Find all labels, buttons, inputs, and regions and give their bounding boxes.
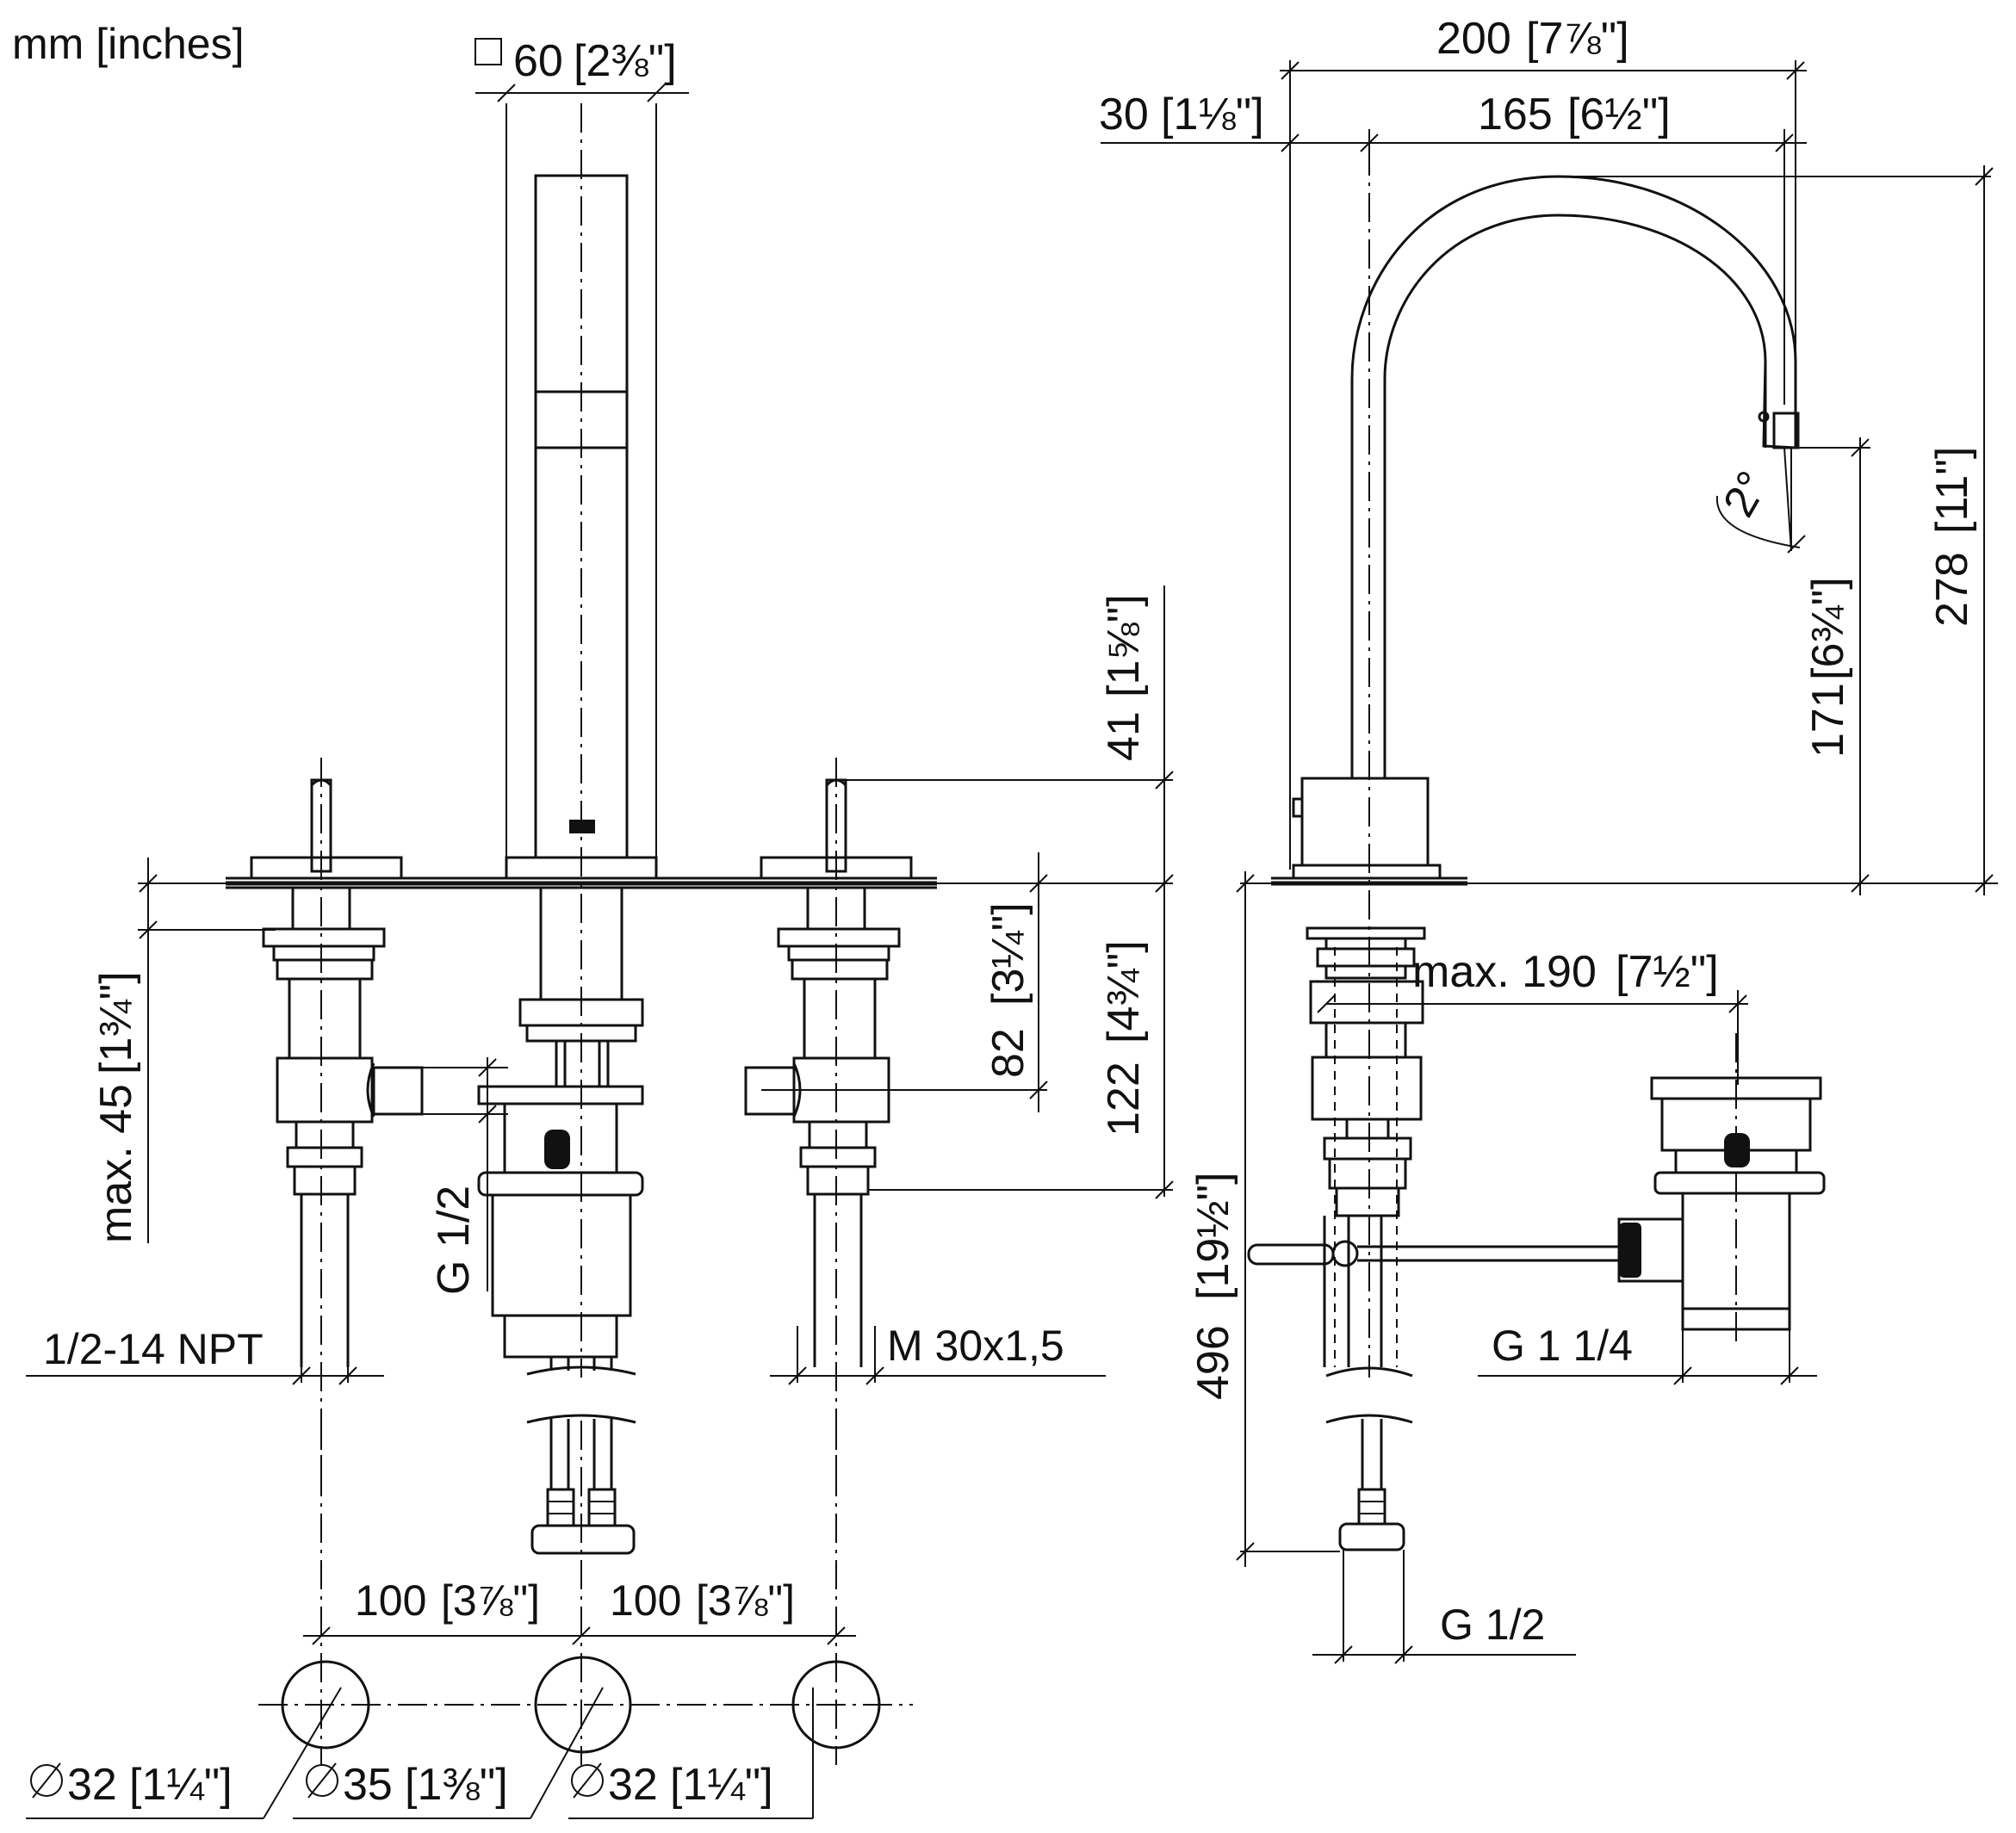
spout-base (1300, 777, 1430, 867)
dim-square-60-in: [2⅜"] (574, 36, 677, 86)
dim-max190: max. 190 (1412, 947, 1597, 997)
dim-82-in: [3¼"] (983, 902, 1033, 1006)
dim-41-in: [1⅝"] (1099, 594, 1149, 697)
dim-122-in: [4¾"] (1099, 940, 1149, 1043)
spout-body (477, 103, 658, 1555)
dim-g114: G 1 1/4 (1492, 1322, 1633, 1370)
dim-100-b-in: [3⅞"] (696, 1576, 795, 1625)
dim-200: 200 (1436, 14, 1511, 64)
side-view: 200 [7⅞"] 30 [1⅛"] 165 [6½"] 278 [11"] 1… (1099, 14, 1998, 1664)
dim-square-60: 60 (513, 36, 563, 86)
dim-171-in: [6¾"] (1803, 577, 1853, 680)
dim-100-a: 100 (355, 1576, 426, 1625)
dim-41: 41 (1099, 711, 1149, 761)
dim-dia35-in: [1⅜"] (405, 1760, 508, 1810)
dim-npt: 1/2-14 NPT (43, 1325, 264, 1373)
dim-dia32-b: 32 (608, 1760, 658, 1810)
dim-dia32-a-in: [1¼"] (129, 1760, 233, 1810)
dim-496-in: [19½"] (1188, 1172, 1238, 1300)
left-valve (250, 758, 424, 1481)
dim-dia32-b-in: [1¼"] (670, 1760, 773, 1810)
right-valve (744, 758, 913, 1481)
dim-30-in: [1⅛"] (1161, 90, 1264, 139)
dim-max45-in: [1¾"] (91, 971, 141, 1074)
front-view: 60 [2⅜"] 41 [1⅝"] 82 [3¼"] 122 [4¾"] max… (26, 36, 1174, 1819)
dim-496: 496 (1188, 1325, 1238, 1400)
dim-82: 82 (983, 1028, 1033, 1078)
dim-100-b: 100 (610, 1576, 681, 1625)
dim-m30: M 30x1,5 (887, 1322, 1064, 1370)
units-note: mm [inches] (12, 20, 245, 68)
dim-dia35: 35 (343, 1760, 393, 1810)
dim-g12-left: G 1/2 (429, 1186, 479, 1295)
dim-278: 278 (1927, 552, 1977, 627)
dim-100-a-in: [3⅞"] (441, 1576, 540, 1625)
dim-278-in: [11"] (1927, 447, 1977, 534)
dim-max190-in: [7½"] (1616, 947, 1719, 997)
dim-171: 171 (1803, 683, 1853, 758)
dim-dia32-a: 32 (67, 1760, 117, 1810)
drain (1617, 1033, 1826, 1343)
dim-30: 30 (1099, 90, 1149, 139)
dim-g12-right: G 1/2 (1440, 1601, 1545, 1649)
dim-122: 122 (1099, 1062, 1149, 1136)
dim-165-in: [6½"] (1567, 90, 1671, 139)
dim-200-in: [7⅞"] (1526, 14, 1629, 64)
dim-max45: max. 45 (91, 1084, 141, 1243)
dim-165: 165 (1478, 90, 1553, 139)
